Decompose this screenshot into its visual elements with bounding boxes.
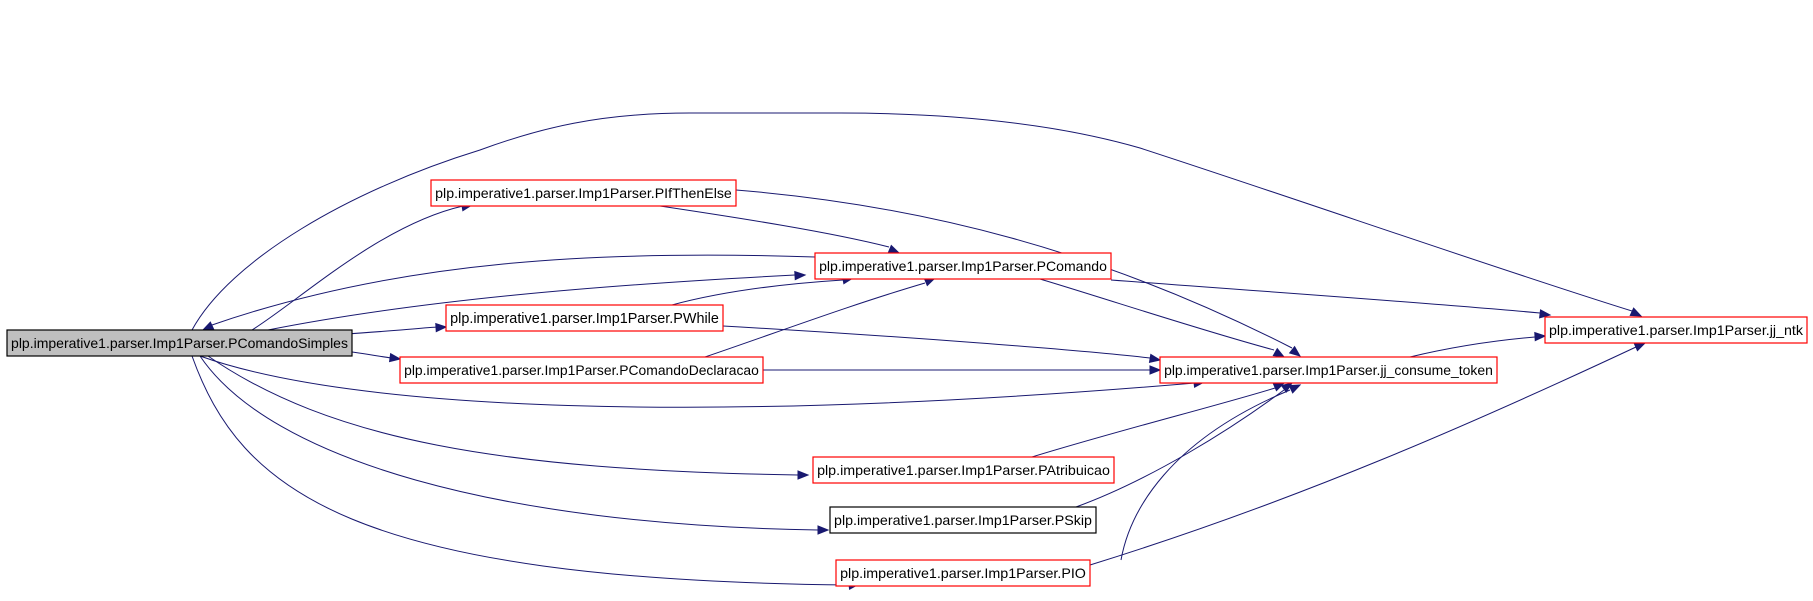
edge-pifthenelse-to-pcomando <box>659 205 901 254</box>
edge-line <box>671 279 844 306</box>
edge-line <box>1031 387 1276 458</box>
edge-jj_consume_token-to-jj_ntk <box>1409 331 1547 358</box>
nodes-layer: plp.imperative1.parser.Imp1Parser.PComan… <box>6 179 1808 587</box>
edges-layer <box>191 112 1647 591</box>
arrowhead-icon <box>1629 307 1643 317</box>
node-label: plp.imperative1.parser.Imp1Parser.PComan… <box>11 335 348 351</box>
node-box[interactable] <box>812 456 1115 484</box>
arrowhead-icon <box>388 352 402 363</box>
node-pwhile[interactable]: plp.imperative1.parser.Imp1Parser.PWhile <box>445 304 724 332</box>
edge-line <box>1409 336 1536 358</box>
node-box[interactable] <box>399 356 764 384</box>
node-box[interactable] <box>1544 316 1808 344</box>
node-box[interactable] <box>445 304 724 332</box>
edge-line <box>199 355 819 531</box>
arrowhead-icon <box>1534 331 1547 342</box>
edge-pcomandosimples-to-pifthenelse <box>251 202 474 331</box>
node-label: plp.imperative1.parser.Imp1Parser.jj_con… <box>1164 362 1493 378</box>
node-pcomando[interactable]: plp.imperative1.parser.Imp1Parser.PComan… <box>814 252 1112 280</box>
node-label: plp.imperative1.parser.Imp1Parser.PComan… <box>819 258 1107 274</box>
edge-pifthenelse-to-jj_consume_token <box>735 189 1302 357</box>
arrowhead-icon <box>1149 365 1162 375</box>
node-box[interactable] <box>814 252 1112 280</box>
edge-pcomandodeclaracao-to-pcomando <box>704 277 937 358</box>
node-label: plp.imperative1.parser.Imp1Parser.PAtrib… <box>817 463 1110 479</box>
arrowhead-icon <box>1272 347 1286 358</box>
node-box[interactable] <box>1159 356 1498 384</box>
node-box <box>6 329 353 357</box>
edge-line <box>1089 346 1637 566</box>
arrowhead-icon <box>1148 353 1162 363</box>
edge-line <box>1110 279 1541 314</box>
node-label: plp.imperative1.parser.Imp1Parser.jj_ntk <box>1549 323 1804 339</box>
node-label: plp.imperative1.parser.Imp1Parser.PIfThe… <box>435 186 732 202</box>
edge-line <box>267 274 796 331</box>
arrowhead-icon <box>887 244 901 254</box>
edge-line <box>191 355 851 586</box>
node-jj_consume_token[interactable]: plp.imperative1.parser.Imp1Parser.jj_con… <box>1159 356 1498 384</box>
node-pcomandodeclaracao[interactable]: plp.imperative1.parser.Imp1Parser.PComan… <box>399 356 764 384</box>
node-pcomandosimples: plp.imperative1.parser.Imp1Parser.PComan… <box>6 329 353 357</box>
edge-pcomando-to-jj_ntk <box>1110 279 1552 319</box>
edge-pcomando-to-jj_consume_token <box>1039 278 1286 358</box>
arrowhead-icon <box>817 525 830 535</box>
node-label: plp.imperative1.parser.Imp1Parser.PWhile <box>450 311 719 327</box>
node-pskip: plp.imperative1.parser.Imp1Parser.PSkip <box>829 506 1097 534</box>
node-box[interactable] <box>835 559 1091 587</box>
arrowhead-icon <box>1288 384 1302 394</box>
edge-line <box>207 355 799 476</box>
node-jj_ntk[interactable]: plp.imperative1.parser.Imp1Parser.jj_ntk <box>1544 316 1808 344</box>
edge-line <box>344 326 438 335</box>
arrowhead-icon <box>794 270 807 281</box>
edge-pskip-to-jj_consume_token <box>1075 382 1294 508</box>
edge-line <box>722 325 1151 359</box>
node-box[interactable] <box>430 179 737 207</box>
edge-line <box>191 112 1633 331</box>
edge-pcomandosimples-to-pwhile <box>344 322 448 335</box>
edge-pcomandosimples-to-pskip <box>199 355 830 535</box>
arrowhead-icon <box>1288 345 1302 357</box>
edge-pcomandosimples-to-jj_ntk <box>191 112 1643 331</box>
edge-line <box>659 205 890 248</box>
edge-line <box>1075 389 1285 508</box>
edge-pcomandosimples-to-pio <box>191 355 861 591</box>
edge-pio-to-jj_consume_token <box>1120 384 1302 561</box>
edge-line <box>704 282 926 358</box>
node-label: plp.imperative1.parser.Imp1Parser.PSkip <box>834 513 1092 529</box>
edge-line <box>199 355 1196 408</box>
node-pio[interactable]: plp.imperative1.parser.Imp1Parser.PIO <box>835 559 1091 587</box>
edge-line <box>251 205 464 331</box>
arrowhead-icon <box>435 322 448 333</box>
arrowhead-icon <box>797 470 810 480</box>
edge-pcomandodeclaracao-to-jj_consume_token <box>763 365 1162 375</box>
edge-pcomandosimples-to-pcomando <box>267 270 807 331</box>
node-label: plp.imperative1.parser.Imp1Parser.PComan… <box>404 362 759 378</box>
edge-pcomandosimples-to-patribuicao <box>207 355 810 480</box>
edge-pwhile-to-jj_consume_token <box>722 325 1162 363</box>
edge-line <box>735 189 1293 349</box>
node-patribuicao[interactable]: plp.imperative1.parser.Imp1Parser.PAtrib… <box>812 456 1115 484</box>
edge-line <box>1039 278 1275 351</box>
node-box <box>829 506 1097 534</box>
node-label: plp.imperative1.parser.Imp1Parser.PIO <box>840 566 1086 582</box>
edge-patribuicao-to-jj_consume_token <box>1031 382 1286 458</box>
arrowhead-icon <box>1633 342 1647 352</box>
edge-pcomandosimples-to-pcomandodeclaracao <box>344 350 402 363</box>
edge-line <box>211 254 816 326</box>
arrowhead-icon <box>201 321 215 331</box>
edge-line <box>1120 389 1291 561</box>
node-pifthenelse[interactable]: plp.imperative1.parser.Imp1Parser.PIfThe… <box>430 179 737 207</box>
